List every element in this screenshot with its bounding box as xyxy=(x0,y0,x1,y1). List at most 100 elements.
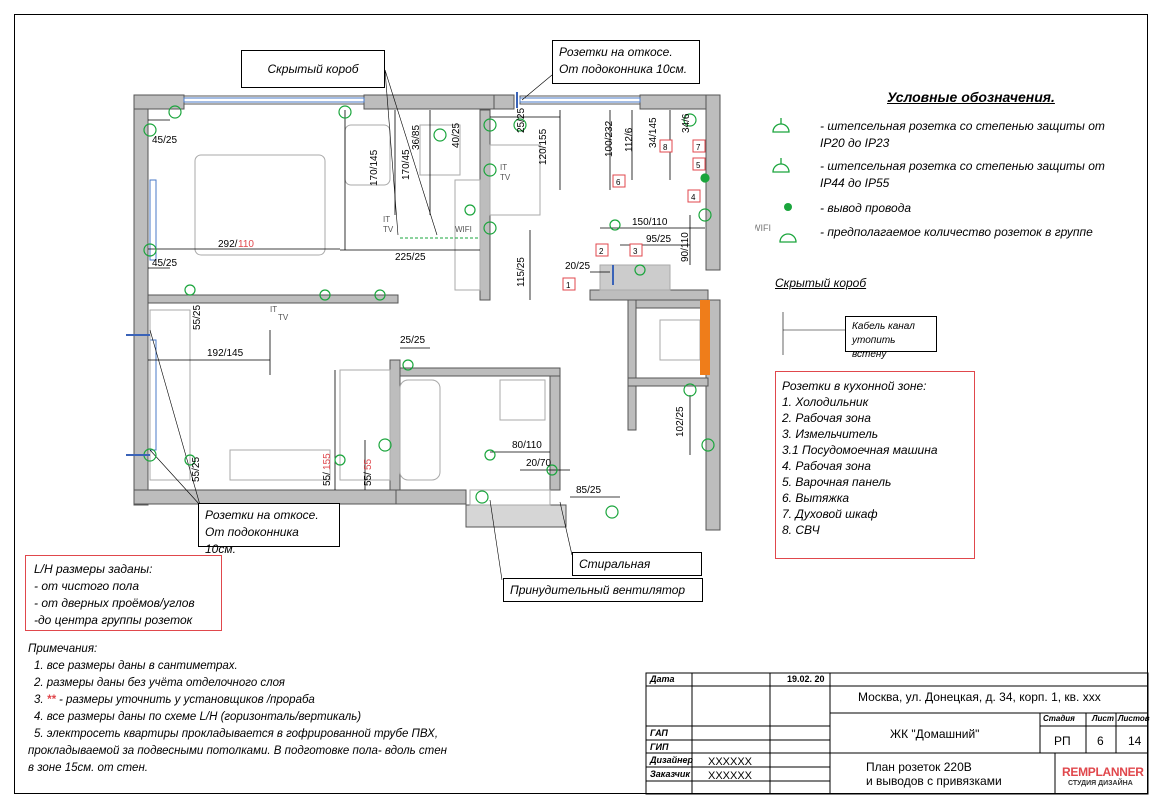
dim: 120/155 xyxy=(538,128,549,165)
note-item: 3. ** - размеры уточнить у установщиков … xyxy=(28,692,448,709)
sheet-frame xyxy=(14,14,1148,794)
lh-dimensions-box: L/H размеры заданы: - от чистого пола - … xyxy=(25,555,222,631)
stamp-designer: XXXXXX xyxy=(708,756,753,768)
dim: 95/25 xyxy=(646,234,671,245)
cable-note: Кабель канал утопить встену xyxy=(845,316,937,360)
dim: 80/110 xyxy=(512,440,542,451)
dim: 25/25 xyxy=(516,108,527,133)
dim: 192/145 xyxy=(207,348,244,359)
tag-2: 2 xyxy=(599,247,604,256)
list-item: -до центра группы розеток xyxy=(34,613,193,627)
stamp-date-label: Дата xyxy=(650,674,675,684)
dim: 115/25 xyxy=(516,257,527,287)
dim: 25/25 xyxy=(400,335,425,346)
dim: 45/25 xyxy=(152,135,177,146)
callout-hidden-box: Скрытый короб xyxy=(241,50,385,88)
callout-sockets-slope-bottom: Розетки на откосе. От подоконника 10см. xyxy=(198,503,340,556)
note-item: 2. размеры даны без учёта отделочного сл… xyxy=(34,677,285,689)
lh-title: L/H размеры заданы: xyxy=(34,562,153,576)
list-item: 2. Рабочая зона xyxy=(782,411,871,425)
dim: 90/110 xyxy=(680,232,691,262)
dim: 40/25 xyxy=(451,123,462,148)
dim: 155 xyxy=(322,453,333,470)
stamp-gip: ГИП xyxy=(650,742,669,752)
dim: 170/145 xyxy=(369,149,380,186)
list-item: 7. Духовой шкаф xyxy=(782,507,878,521)
stamp-stage-label: Стадия xyxy=(1043,714,1075,723)
dim: 102/25 xyxy=(675,406,686,437)
stamp-sheet: 6 xyxy=(1097,734,1104,748)
dim: 45/25 xyxy=(152,258,177,269)
note-text: - размеры уточнить у установщиков /прора… xyxy=(55,694,315,706)
tag-1: 1 xyxy=(566,281,571,290)
leader-lines xyxy=(149,69,850,581)
legend-item-wire: - вывод провода xyxy=(820,201,911,215)
tag-5: 5 xyxy=(696,161,701,170)
socket-ip20-icon xyxy=(772,123,790,133)
dim: 112/6 xyxy=(624,127,635,152)
list-item: 3. Измельчитель xyxy=(782,427,879,441)
wifi-label: WIFI xyxy=(455,225,472,234)
dim: 34/6 xyxy=(681,113,692,133)
list-item: 3.1 Посудомоечная машина xyxy=(782,443,938,457)
notes-title: Примечания: xyxy=(28,643,98,655)
kitchen-tag-nums: 1 2 3 4 5 6 7 8 xyxy=(566,143,701,290)
tag-3: 3 xyxy=(633,247,638,256)
wifi-legend-label: WIFI xyxy=(755,223,771,233)
windows xyxy=(149,97,641,451)
socket-group-icon xyxy=(779,233,797,243)
note-item: 4. все размеры даны по схеме L/H (горизо… xyxy=(34,711,362,723)
tv-label: TV xyxy=(500,173,511,182)
note-num: 3. xyxy=(34,694,44,706)
tv-label: TV xyxy=(278,313,289,322)
dimension-lines xyxy=(148,110,705,498)
plan-line-2: и выводов с привязками xyxy=(866,774,1002,788)
legend-hidden-box-title: Скрытый короб xyxy=(775,276,867,290)
dim: 34/145 xyxy=(648,117,659,148)
list-item: 1. Холодильник xyxy=(782,395,869,409)
stamp-date: 19.02. 20 xyxy=(787,674,825,684)
callout-sockets-slope-top: Розетки на откосе. От подоконника 10см. xyxy=(552,40,700,84)
tv-label: TV xyxy=(383,225,394,234)
stamp-address: Москва, ул. Донецкая, д. 34, корп. 1, кв… xyxy=(858,690,1101,704)
stamp-gap: ГАП xyxy=(650,728,668,738)
plan-line-1: План розеток 220В xyxy=(866,760,972,774)
socket-ip44-icon xyxy=(772,163,790,173)
brand-sub: СТУДИЯ ДИЗАЙНА xyxy=(1068,780,1133,787)
tag-7: 7 xyxy=(696,143,701,152)
tag-6: 6 xyxy=(616,178,621,187)
dim: 110 xyxy=(238,239,254,250)
dim: 36/85 xyxy=(411,125,422,150)
tag-4: 4 xyxy=(691,193,696,202)
dim: 55/ xyxy=(363,472,374,486)
legend-item-ip44: - штепсельная розетка со степенью защиты… xyxy=(820,159,1105,190)
stamp-project: ЖК "Домашний" xyxy=(890,727,980,741)
it-label: IT xyxy=(500,163,507,172)
callout-vent: Принудительный вентилятор xyxy=(503,578,703,602)
list-item: 5. Варочная панель xyxy=(782,475,892,489)
stamp-sheets-label: Листов xyxy=(1118,714,1150,723)
socket-symbols xyxy=(143,105,715,519)
kitchen-channel xyxy=(700,300,710,375)
dim: 55/25 xyxy=(191,457,202,482)
stamp-sheets: 14 xyxy=(1128,734,1142,748)
stamp-client: XXXXXX xyxy=(708,770,753,782)
dim: 55 xyxy=(363,458,374,470)
wire-output-icon xyxy=(784,203,792,211)
brand-text: REMPLANNER xyxy=(1062,765,1144,779)
legend-item-ip20: - штепсельная розетка со степенью защиты… xyxy=(820,119,1105,150)
dim: 20/25 xyxy=(565,261,590,272)
plug-markers xyxy=(126,92,614,456)
list-item: 8. СВЧ xyxy=(782,523,820,537)
dim: 170/45 xyxy=(401,149,412,180)
legend-item-group: - предполагаемое количество розеток в гр… xyxy=(820,225,1093,239)
notes: Примечания: 1. все размеры даны в сантим… xyxy=(28,641,448,777)
brand-logo: REMPLANNER xyxy=(1062,765,1144,779)
note-item: 1. все размеры даны в сантиметрах. xyxy=(34,660,238,672)
dim: 20/70 xyxy=(526,458,551,469)
device-labels: IT TV WIFI IT TV IT TV xyxy=(270,163,511,322)
dim: 55/25 xyxy=(192,305,203,330)
dimension-texts: 45/25 45/25 292/ 110 225/25 170/145 170/… xyxy=(152,108,692,496)
